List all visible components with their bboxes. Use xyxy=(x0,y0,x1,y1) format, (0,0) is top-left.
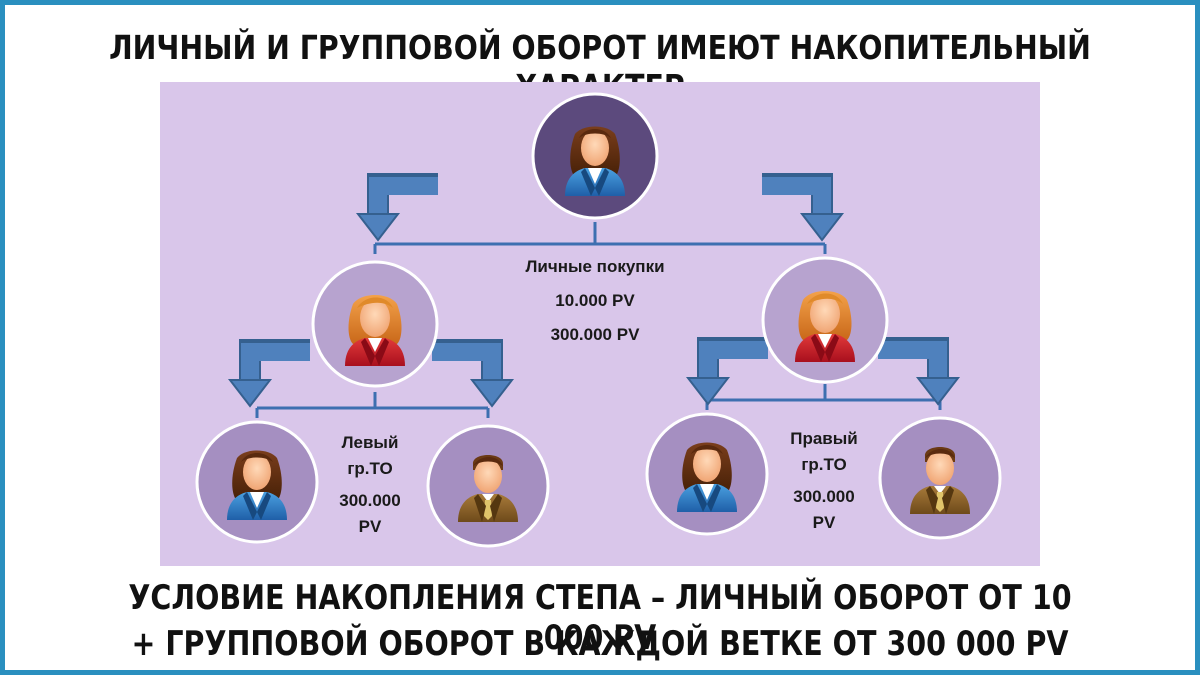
arrow-down-right-icon xyxy=(762,184,842,240)
right-label-line4: PV xyxy=(812,513,836,532)
node-right-right xyxy=(878,416,1002,540)
woman-red-suit-icon xyxy=(345,295,405,366)
left-label-line3: 300.000 xyxy=(339,491,401,510)
right-label-line3: 300.000 xyxy=(793,487,855,506)
arrow-down-right-icon xyxy=(878,348,958,404)
left-label-line1: Левый xyxy=(341,433,399,452)
left-label-line2: гр.ТО xyxy=(347,459,393,478)
woman-blue-suit-icon xyxy=(677,442,737,512)
woman-blue-suit-icon xyxy=(565,126,625,196)
node-left xyxy=(311,260,439,388)
center-label-line1: Личные покупки xyxy=(525,257,665,276)
node-top xyxy=(531,92,659,220)
arrow-down-left-icon xyxy=(358,184,438,240)
woman-blue-suit-icon xyxy=(227,450,287,520)
connector-lines xyxy=(255,222,942,418)
center-label-line3: 300.000 PV xyxy=(550,325,640,344)
tree-diagram xyxy=(195,92,1002,548)
right-label-line1: Правый xyxy=(790,429,858,448)
left-label-line4: PV xyxy=(358,517,382,536)
footer-line-1: УСЛОВИЕ НАКОПЛЕНИЯ СТЕПА – ЛИЧНЫЙ ОБОРОТ… xyxy=(128,578,1072,658)
node-left-right xyxy=(426,424,550,548)
right-group-label: Правый гр.ТО 300.000 PV xyxy=(764,428,884,534)
center-label: Личные покупки 10.000 PV 300.000 PV xyxy=(495,250,695,352)
woman-red-suit-icon xyxy=(795,291,855,362)
arrow-down-left-icon xyxy=(688,348,768,404)
arrow-down-right-icon xyxy=(432,350,512,406)
left-group-label: Левый гр.ТО 300.000 PV xyxy=(310,432,430,538)
node-right-left xyxy=(645,412,769,536)
right-label-line2: гр.ТО xyxy=(801,455,847,474)
diagram-panel: Личные покупки 10.000 PV 300.000 PV Левы… xyxy=(160,82,1040,566)
node-left-left xyxy=(195,420,319,544)
arrow-down-left-icon xyxy=(230,350,310,406)
footer-line-2: + ГРУППОВОЙ ОБОРОТ В КАЖДОЙ ВЕТКЕ ОТ 300… xyxy=(131,624,1069,664)
node-right xyxy=(761,256,889,384)
center-label-line2: 10.000 PV xyxy=(555,291,635,310)
